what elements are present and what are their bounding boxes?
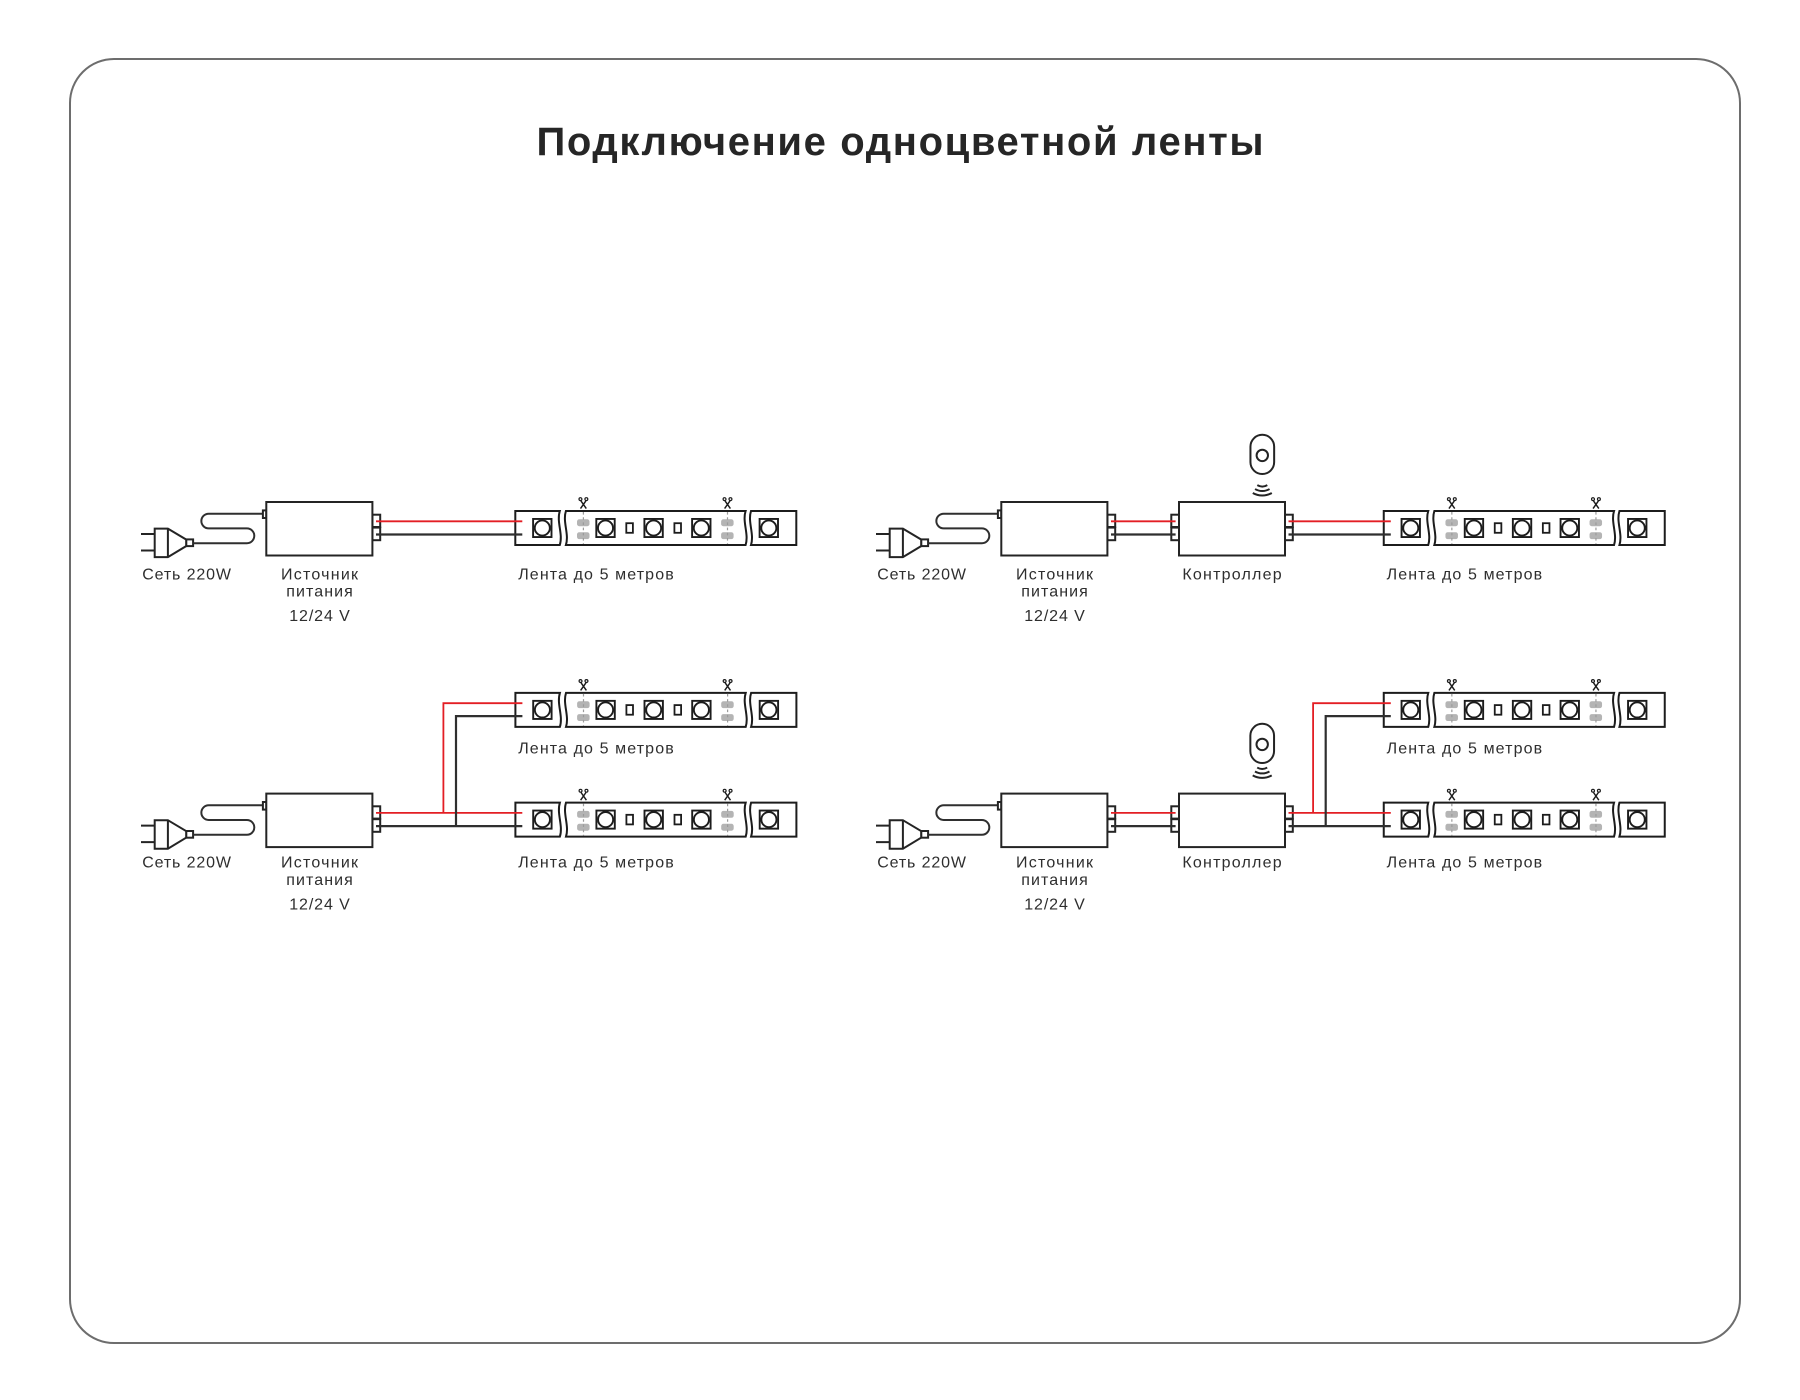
svg-text:Сеть 220W: Сеть 220W	[142, 855, 232, 872]
svg-text:питания: питания	[1021, 872, 1088, 889]
svg-text:12/24 V: 12/24 V	[289, 896, 350, 913]
svg-text:Лента до 5 метров: Лента до 5 метров	[1387, 741, 1543, 758]
svg-text:питания: питания	[286, 584, 353, 601]
svg-text:Контроллер: Контроллер	[1182, 855, 1281, 872]
svg-text:Лента до 5 метров: Лента до 5 метров	[518, 741, 674, 758]
svg-text:Контроллер: Контроллер	[1182, 566, 1281, 583]
svg-text:Лента до 5 метров: Лента до 5 метров	[518, 566, 674, 583]
svg-text:Источник: Источник	[1016, 855, 1094, 872]
svg-text:питания: питания	[286, 872, 353, 889]
svg-text:Подключение одноцветной ленты: Подключение одноцветной ленты	[537, 120, 1264, 164]
svg-text:Лента до 5 метров: Лента до 5 метров	[1387, 855, 1543, 872]
svg-text:12/24 V: 12/24 V	[1024, 608, 1085, 625]
svg-text:Лента до 5 метров: Лента до 5 метров	[1387, 566, 1543, 583]
svg-text:12/24 V: 12/24 V	[1024, 896, 1085, 913]
svg-text:Сеть 220W: Сеть 220W	[142, 566, 232, 583]
svg-text:Лента до 5 метров: Лента до 5 метров	[518, 855, 674, 872]
svg-text:Источник: Источник	[281, 855, 359, 872]
svg-text:Источник: Источник	[1016, 566, 1094, 583]
svg-text:Сеть 220W: Сеть 220W	[877, 855, 967, 872]
svg-text:12/24 V: 12/24 V	[289, 608, 350, 625]
svg-text:питания: питания	[1021, 584, 1088, 601]
svg-text:Сеть 220W: Сеть 220W	[877, 566, 967, 583]
svg-text:Источник: Источник	[281, 566, 359, 583]
